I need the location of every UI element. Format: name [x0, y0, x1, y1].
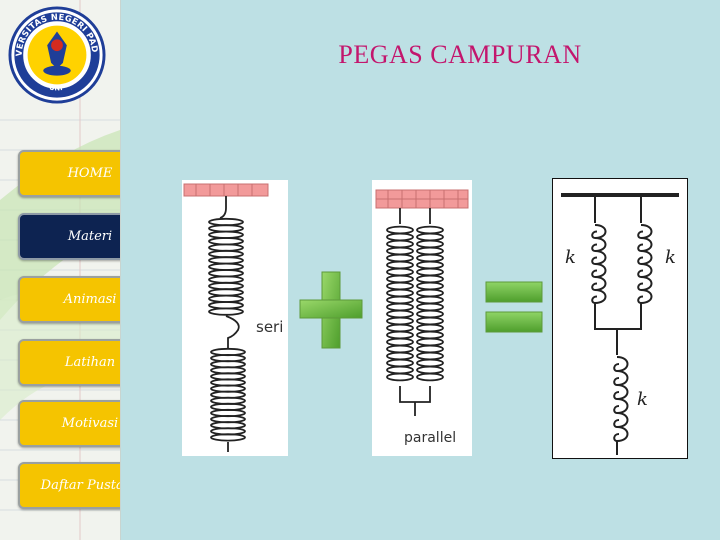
spring-coil-loop	[416, 309, 444, 319]
spring-coil-loop	[416, 365, 444, 375]
spring-coil-loop	[416, 239, 444, 249]
spring-coil-loop	[208, 294, 244, 303]
spring-coil-loop	[416, 295, 444, 305]
spring-coil-loop	[416, 246, 444, 256]
k-label-left: k	[565, 247, 576, 268]
spring-coil-loop	[386, 365, 414, 375]
k-label-right: k	[665, 247, 676, 268]
spring-coil-loop	[208, 288, 244, 297]
nav-latihan-button[interactable]: Latihan	[18, 339, 120, 386]
spring-coil-loop	[416, 372, 444, 382]
spring-coil-loop	[386, 337, 414, 347]
spring-coil	[637, 224, 653, 305]
spring-coil	[613, 356, 629, 443]
nav-daftar-pustaka-button[interactable]: Daftar Pustaka	[18, 462, 120, 509]
spring-coil-loop	[416, 260, 444, 270]
nav-daftar-pustaka-label: Daftar Pustaka	[40, 478, 120, 493]
series-label: seri	[256, 318, 283, 336]
spring-coil-loop	[416, 281, 444, 291]
nav-materi-button[interactable]: Materi	[18, 213, 120, 260]
spring-coil-loop	[416, 232, 444, 242]
nav-materi-label: Materi	[67, 229, 113, 244]
spring-coil-loop	[416, 225, 444, 235]
spring-coil-loop	[208, 262, 244, 271]
spring-coil-loop	[386, 288, 414, 298]
spring-coil-loop	[386, 323, 414, 333]
parallel-springs-figure: parallel	[372, 180, 472, 456]
sidebar: UNIVERSITAS NEGERI PADANG UNP HOME Mater…	[0, 0, 121, 540]
spring-coil-loop	[386, 281, 414, 291]
spring-coil-loop	[386, 274, 414, 284]
spring-coil-loop	[386, 260, 414, 270]
spring-coil-loop	[386, 295, 414, 305]
spring-coil-loop	[416, 351, 444, 361]
spring-coil	[591, 224, 607, 305]
spring-coil-loop	[416, 323, 444, 333]
spring-coil-loop	[208, 275, 244, 284]
k-label-bottom: k	[637, 389, 648, 410]
series-springs-figure: seri	[182, 180, 288, 456]
university-logo: UNIVERSITAS NEGERI PADANG UNP	[8, 6, 106, 104]
spring-coil-loop	[416, 288, 444, 298]
spring-coil-loop	[416, 330, 444, 340]
spring-coil-loop	[386, 225, 414, 235]
spring-coil-loop	[386, 309, 414, 319]
equals-icon	[485, 281, 543, 333]
spring-coil-loop	[416, 267, 444, 277]
spring-coil-loop	[386, 372, 414, 382]
spring-coil-loop	[416, 344, 444, 354]
spring-coil-loop	[208, 243, 244, 252]
spring-coil-loop	[208, 281, 244, 291]
spring-coil-loop	[386, 253, 414, 263]
spring-coil-loop	[386, 302, 414, 312]
plus-icon	[299, 271, 363, 349]
spring-coil-loop	[416, 316, 444, 326]
spring-coil-loop	[386, 316, 414, 326]
spring-coil-loop	[386, 344, 414, 354]
spring-coil-loop	[386, 267, 414, 277]
spring-coil-loop	[208, 301, 244, 310]
spring-coil-loop	[208, 269, 244, 278]
slide-title: PEGAS CAMPURAN	[338, 40, 582, 69]
nav-motivasi-label: Motivasi	[61, 416, 119, 431]
spring-coil-loop	[386, 246, 414, 256]
nav-motivasi-button[interactable]: Motivasi	[18, 400, 120, 447]
nav-home-button[interactable]: HOME	[18, 150, 120, 197]
spring-coil-loop	[208, 256, 244, 265]
spring-coil-loop	[416, 253, 444, 263]
spring-coil-loop	[208, 224, 244, 233]
nav-home-label: HOME	[67, 166, 113, 181]
spring-coil-loop	[208, 230, 244, 239]
combined-springs-figure: k k k	[552, 178, 688, 459]
spring-coil-loop	[208, 249, 244, 259]
spring-coil-loop	[416, 358, 444, 368]
spring-coil-loop	[386, 358, 414, 368]
nav-latihan-label: Latihan	[64, 355, 116, 370]
spring-coil-loop	[208, 217, 244, 227]
spring-coil-loop	[416, 337, 444, 347]
parallel-label: parallel	[404, 430, 456, 446]
spring-coil-loop	[386, 330, 414, 340]
spring-coil-loop	[416, 274, 444, 284]
nav-animasi-label: Animasi	[63, 292, 117, 307]
spring-coil-loop	[208, 307, 244, 316]
nav-animasi-button[interactable]: Animasi	[18, 276, 120, 323]
spring-coil-loop	[210, 433, 246, 442]
spring-coil-loop	[208, 237, 244, 246]
svg-text:UNP: UNP	[49, 84, 66, 93]
spring-coil-loop	[386, 239, 414, 249]
spring-coil-loop	[416, 302, 444, 312]
spring-coil-loop	[386, 232, 414, 242]
spring-coil-loop	[386, 351, 414, 361]
